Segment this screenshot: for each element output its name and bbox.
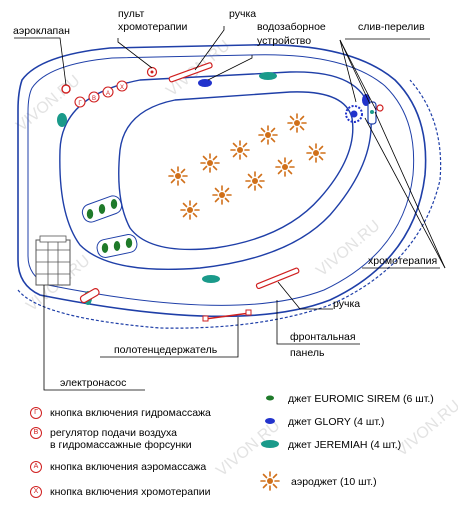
label-handle-front: ручка	[333, 298, 360, 310]
bathtub-outer-rim	[17, 43, 427, 318]
legend-text: кнопка включения аэромассажа	[50, 461, 207, 473]
label-overflow: слив-перелив	[358, 21, 425, 33]
legend-text: джет GLORY (4 шт.)	[288, 416, 384, 428]
label-handle-top: ручка	[229, 8, 256, 20]
teal-oval-icon	[261, 440, 279, 448]
label-towel-holder: полотенцедержатель	[114, 344, 218, 356]
svg-text:Г: Г	[78, 101, 82, 107]
electric-pump-icon	[35, 235, 71, 286]
leader-lines	[14, 26, 446, 391]
aerojet-star	[245, 171, 265, 191]
aerojet-star	[306, 143, 326, 163]
handle-top	[168, 62, 213, 83]
legend-text: в гидромассажные форсунки	[50, 439, 192, 451]
label-front-panel-2: панель	[290, 347, 325, 359]
aerojet-icon	[260, 471, 280, 491]
legend-text: аэроджет (10 шт.)	[291, 476, 377, 488]
svg-text:Х: Х	[120, 85, 124, 91]
hydro-control-panel: Г В А Х	[74, 80, 128, 108]
svg-text:В: В	[92, 96, 96, 102]
label-chromotherapy: хромотерапия	[368, 255, 437, 267]
legend-item-hydro: Г кнопка включения гидромассажа	[30, 407, 211, 419]
aerojet-star	[287, 113, 307, 133]
jet-glory-cluster	[345, 94, 384, 125]
aerojet-star	[230, 140, 250, 160]
aerojet-star	[212, 185, 232, 205]
aerojet-star	[275, 157, 295, 177]
legend-text: кнопка включения гидромассажа	[50, 407, 211, 419]
jet-jeremiah	[57, 113, 67, 127]
legend-text: джет JEREMIAH (4 шт.)	[288, 439, 401, 451]
legend-item-aero: А кнопка включения аэромассажа	[30, 461, 206, 473]
legend-right: джет EUROMIC SIREM (6 шт.) джет GLORY (4…	[260, 393, 434, 491]
bathtub-rim-inner-edge	[27, 54, 415, 306]
jet-jeremiah	[259, 72, 277, 80]
aerojet-star	[200, 153, 220, 173]
legend-item-air-regulator: В регулятор подачи воздуха в гидромассаж…	[30, 427, 192, 451]
label-air-valve: аэроклапан	[13, 25, 70, 37]
label-pump: электронасос	[60, 377, 126, 389]
blue-oval-icon	[265, 418, 275, 424]
label-chromo-remote-1: пульт	[118, 8, 144, 20]
air-regulator-icon: В	[30, 427, 42, 439]
aerojet-star	[168, 166, 188, 186]
bathtub-bowl-outer	[59, 71, 372, 271]
pump-outlet	[79, 288, 100, 304]
chromo-button-icon: Х	[30, 486, 42, 498]
svg-text:А: А	[106, 91, 110, 97]
label-chromo-remote-2: хромотерапии	[118, 21, 188, 33]
aero-button-icon: А	[30, 461, 42, 473]
bathtub-bowl-inner	[118, 91, 354, 251]
legend-text: регулятор подачи воздуха	[50, 427, 178, 439]
aerojet-star	[258, 125, 278, 145]
label-water-intake-2: устройство	[257, 35, 311, 47]
water-intake-icon	[198, 79, 212, 87]
aerojet-star	[180, 200, 200, 220]
legend-text: кнопка включения хромотерапии	[50, 486, 211, 498]
hydro-button-icon: Г	[30, 407, 42, 419]
air-valve-icon	[61, 84, 71, 94]
jet-jeremiah	[202, 275, 220, 283]
handle-front	[255, 267, 300, 290]
label-front-panel-1: фронтальная	[290, 331, 356, 343]
green-dot-icon	[266, 395, 274, 401]
bathtub-front-panel	[17, 79, 442, 329]
jet-group-euromic-sirem	[81, 195, 138, 258]
legend-text: джет EUROMIC SIREM (6 шт.)	[288, 393, 434, 405]
label-water-intake-1: водозаборное	[257, 21, 326, 33]
legend-item-chromo: Х кнопка включения хромотерапии	[30, 486, 211, 498]
towel-holder	[202, 309, 252, 322]
